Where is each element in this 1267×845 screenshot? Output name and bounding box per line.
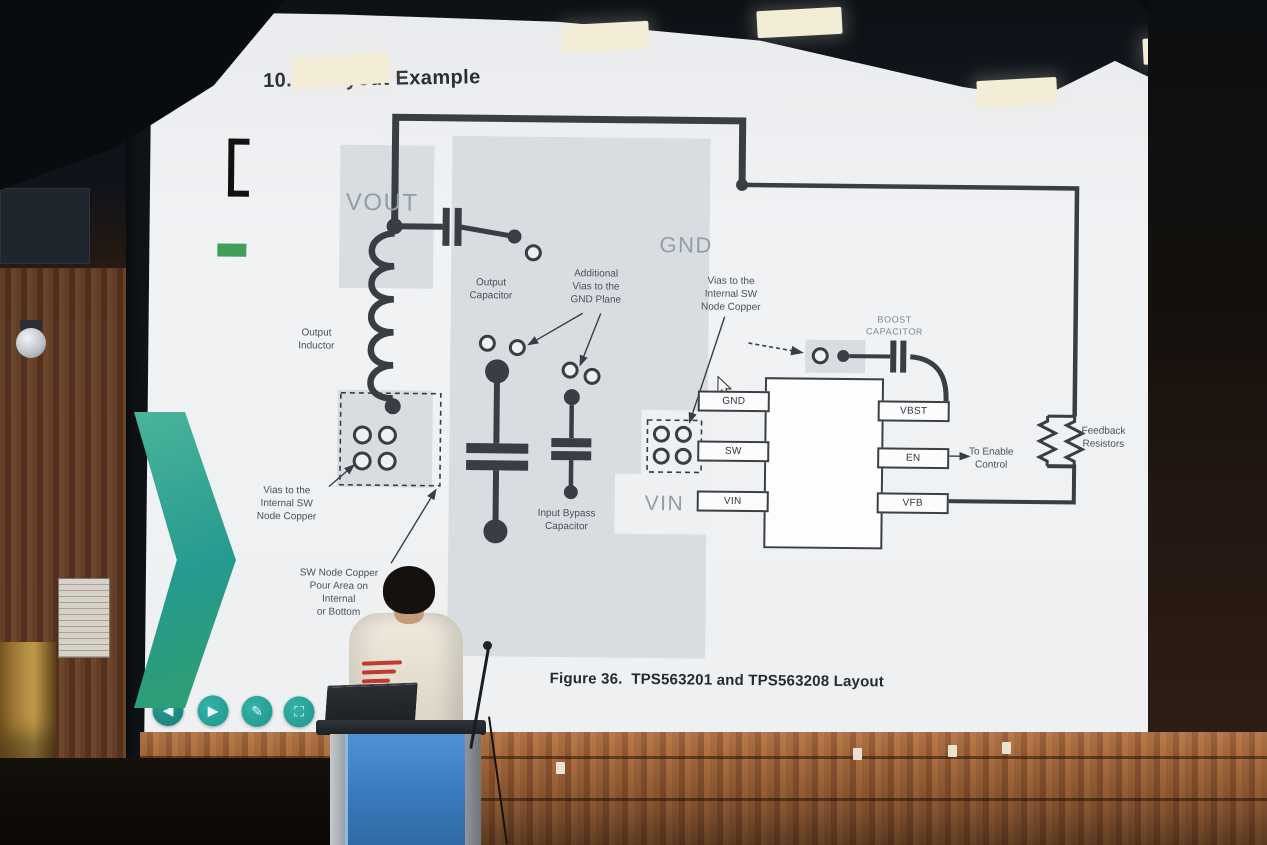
pad-vbst: VBST: [877, 400, 950, 423]
annotation-input-bypass: Input Bypass Capacitor: [537, 507, 596, 533]
wall-label: [948, 745, 957, 757]
diagram-wiring: [328, 113, 1086, 564]
pad-en: EN: [877, 447, 950, 470]
net-label-vout: VOUT: [345, 188, 419, 217]
ceiling-light: [976, 76, 1058, 109]
microphone-icon: [483, 641, 492, 650]
annotation-sw-node-pour: SW Node Copper Pour Area on Internal or …: [299, 567, 379, 618]
wall-label: [556, 762, 565, 774]
ceiling-light: [562, 20, 650, 54]
net-label-vin: VIN: [644, 491, 685, 516]
right-wall: [1148, 0, 1267, 745]
wall-dark-panel: [0, 188, 90, 264]
podium-side-right: [465, 734, 481, 845]
pad-vfb: VFB: [876, 492, 949, 515]
wall-label: [1002, 742, 1011, 754]
annotation-vias-internal-sw-right: Vias to the Internal SW Node Copper: [700, 275, 761, 314]
toolbar-fullscreen-button[interactable]: ⛶: [283, 696, 315, 728]
hoodie-print-line: [361, 660, 403, 666]
bracket-mark: [227, 138, 250, 197]
floor: [0, 758, 345, 845]
podium-side-left: [330, 734, 345, 845]
lower-wood-wall: [140, 732, 1267, 845]
wall-label: [853, 748, 862, 760]
podium-top: [316, 720, 486, 735]
wood-cabinet: [0, 642, 56, 764]
fullscreen-icon: ⛶: [294, 703, 305, 720]
security-camera-mount: [20, 320, 42, 330]
annotation-boost-capacitor: BOOST CAPACITOR: [865, 314, 924, 337]
annotation-output-capacitor: Output Capacitor: [469, 277, 513, 302]
pad-gnd: GND: [697, 390, 770, 413]
presenter-hair: [383, 566, 435, 614]
annotation-to-enable-control: To Enable Control: [968, 446, 1014, 471]
ic-body: [763, 377, 885, 550]
green-mark: [217, 243, 247, 257]
annotation-additional-vias: Additional Vias to the GND Plane: [570, 268, 622, 306]
next-icon: ▶: [207, 702, 219, 719]
podium-front: [345, 734, 471, 845]
ceiling-light: [756, 6, 843, 39]
pad-sw: SW: [697, 440, 770, 463]
hoodie-print-line: [361, 669, 397, 675]
net-label-gnd: GND: [659, 232, 713, 258]
pad-vin: VIN: [696, 490, 769, 513]
toolbar-pen-button[interactable]: ✎: [241, 695, 273, 728]
toolbar-next-button[interactable]: ▶: [197, 695, 229, 727]
wall-sign: [58, 578, 110, 658]
security-camera-icon: [16, 328, 46, 358]
annotation-output-inductor: Output Inductor: [298, 327, 335, 352]
annotation-feedback-resistors: Feedback Resistors: [1081, 425, 1126, 450]
pen-icon: ✎: [251, 702, 263, 719]
annotation-vias-internal-sw-left: Vias to the Internal SW Node Copper: [256, 484, 317, 523]
